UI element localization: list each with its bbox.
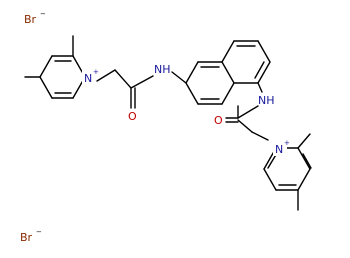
bromide-ion-bottom: Br − (20, 228, 42, 244)
carbonyl-oxygen: O (128, 110, 137, 123)
bond (114, 69, 132, 89)
pyridinium-nitrogen: N (275, 143, 283, 156)
methyl-bond (297, 133, 311, 149)
carbonyl-oxygen: O (214, 114, 223, 127)
linker-left: O NH (96, 63, 187, 123)
bond (185, 61, 199, 84)
bond (221, 82, 235, 105)
bond (237, 105, 259, 119)
bond (237, 119, 253, 133)
bond (39, 76, 53, 99)
bond (221, 61, 235, 84)
bond (297, 147, 311, 170)
bond (254, 61, 265, 79)
amide-nitrogen: NH (154, 63, 171, 76)
negative-charge: − (36, 228, 42, 236)
amide-nitrogen: NH (258, 94, 275, 107)
bond (39, 55, 53, 78)
bond (297, 168, 311, 191)
bond (257, 40, 271, 63)
label-backdrop (82, 69, 96, 85)
bond (171, 71, 187, 84)
bond (221, 40, 235, 63)
bond (257, 61, 271, 84)
pyridinium-nitrogen: N (84, 72, 92, 85)
bond (302, 153, 312, 169)
bond (251, 131, 269, 141)
bromide-ion-top: Br − (24, 10, 46, 26)
bond (96, 69, 116, 82)
negative-charge: − (40, 10, 46, 18)
pyridinium-ring-left: N + (24, 35, 99, 99)
pyridinium-ring-right: N + (263, 133, 312, 211)
positive-charge: + (284, 139, 290, 147)
bond (185, 82, 199, 105)
bond (130, 75, 154, 89)
bond (257, 82, 263, 93)
linker-right: NH O (214, 82, 275, 141)
positive-charge: + (93, 68, 99, 76)
label-backdrop (273, 140, 287, 156)
naphthalene-core (185, 40, 271, 105)
bond (263, 168, 277, 191)
bromide-label: Br (20, 231, 33, 244)
bromide-label: Br (24, 13, 37, 26)
